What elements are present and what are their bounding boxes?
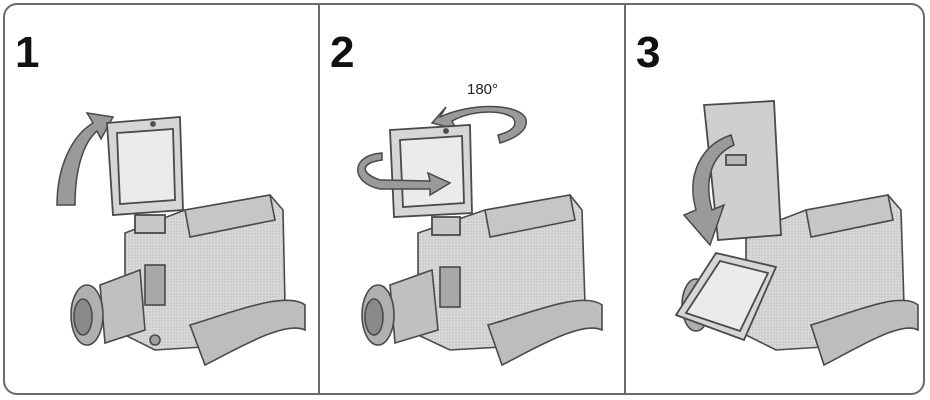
camcorder-illustration-step-3 [674,100,919,367]
rotation-arrow-180-icon [430,105,527,144]
camcorder-illustration-step-2 [357,105,603,367]
rotation-label: 180° [467,81,499,98]
step-number: 1 [15,28,40,77]
step-number: 2 [330,28,355,77]
fold-down-arrow-icon [682,134,735,247]
step-number: 3 [636,28,661,77]
step-panel-2: 2 180° [318,5,626,393]
lcd-screen-icon [674,251,778,342]
camcorder-illustration-step-1 [56,112,306,367]
camcorder-icon [681,194,919,367]
instruction-figure: 1 [3,3,925,395]
rotation-arrow-right-icon [357,152,452,197]
curved-up-arrow-icon [56,112,115,206]
step-panel-1: 1 [5,5,318,393]
camcorder-icon [70,194,306,367]
camcorder-icon [361,194,603,367]
lcd-screen-icon [106,116,184,234]
step-panel-3: 3 [624,5,923,393]
